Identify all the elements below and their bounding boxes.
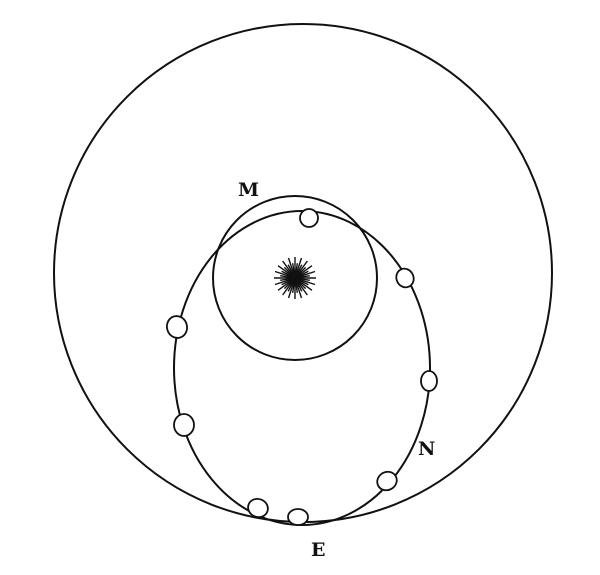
sun-icon	[274, 257, 316, 299]
planet-circle-icon	[420, 370, 438, 392]
sun-ray	[287, 264, 295, 276]
sun-ray	[280, 277, 293, 282]
sun-ray	[295, 280, 303, 292]
sun-ray	[297, 278, 309, 286]
sun-ray	[294, 263, 299, 276]
sun-core	[291, 274, 299, 282]
sun-ray	[296, 260, 308, 276]
sun-ray	[282, 260, 294, 276]
sun-ray	[296, 280, 308, 296]
sun-ray	[274, 278, 293, 286]
sun-ray	[277, 279, 293, 291]
sun-ray	[297, 270, 309, 278]
sun-ray	[297, 277, 310, 282]
planet-circle-icon	[287, 508, 309, 526]
sun-ray	[287, 280, 295, 292]
label-e: E	[311, 539, 325, 561]
sun-ray	[287, 257, 295, 276]
sun-ray	[274, 270, 293, 278]
sun-ray	[291, 263, 296, 276]
planet-circle-icon	[166, 315, 188, 339]
sun-ray	[280, 274, 293, 279]
inner-orbit	[212, 195, 378, 361]
sun-ray	[283, 279, 294, 290]
planet-circle-icon	[247, 497, 269, 519]
label-m: M	[238, 179, 259, 201]
sun-ray	[297, 270, 316, 278]
sun-ray	[295, 280, 303, 299]
label-n: N	[418, 438, 435, 460]
sun-ray	[287, 280, 295, 299]
sun-ray	[291, 280, 296, 293]
sun-ray	[297, 279, 313, 291]
sun-ray	[282, 280, 294, 296]
sun-ray	[297, 265, 313, 277]
sun-ray	[297, 278, 316, 286]
planet-markers	[166, 208, 438, 526]
sun-ray	[296, 279, 307, 290]
sun-ray	[277, 265, 293, 277]
sun-ray	[296, 266, 307, 277]
sun-ray	[294, 280, 299, 293]
planet-circle-icon	[299, 208, 319, 228]
sun-ray	[281, 270, 293, 278]
sun-ray	[283, 266, 294, 277]
planet-circle-icon	[395, 267, 415, 289]
planet-circle-icon	[376, 470, 398, 492]
sun-ray	[281, 278, 293, 286]
planet-circle-icon	[173, 413, 195, 437]
sun-ray	[295, 257, 303, 276]
sun-ray	[295, 264, 303, 276]
sun-ray	[297, 274, 310, 279]
